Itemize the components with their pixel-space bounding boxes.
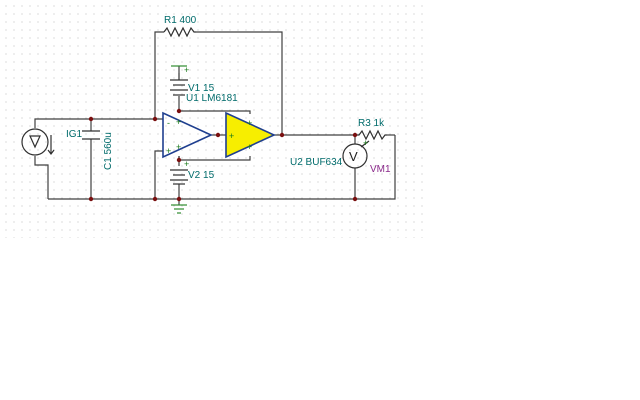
junction-dot: [215, 132, 221, 138]
input-wire: [34, 118, 163, 128]
opamp-vminus-pin: +: [176, 142, 181, 152]
voltmeter-vm1[interactable]: V + VM1: [342, 138, 391, 175]
buffer-vminus-pin: +: [247, 142, 252, 152]
v1-label: V1 15: [188, 83, 215, 94]
resistor-r3[interactable]: R3 1k: [355, 118, 387, 141]
voltmeter-probe-icon: [360, 140, 370, 148]
c1-label: C1 560u: [103, 132, 114, 170]
buffer-vplus-pin: +: [247, 118, 252, 128]
wires: [34, 31, 396, 205]
rail-top-link: [178, 110, 251, 114]
buffer-icon: [225, 111, 276, 159]
resistor-icon: [355, 129, 387, 141]
ig1-label: IG1: [66, 129, 83, 140]
noninv-input-wire: [154, 150, 163, 199]
vm1-label: VM1: [370, 164, 391, 175]
junction-dot: [88, 196, 94, 202]
junction-dot: [152, 116, 158, 122]
u1-label: U1 LM6181: [186, 93, 238, 104]
junction-dot: [279, 132, 285, 138]
opamp-plus-sign: +: [166, 146, 171, 156]
buffer-plus-sign: +: [229, 131, 234, 141]
voltmeter-icon: [342, 143, 368, 169]
battery-v1[interactable]: + V1 15 U1 LM6181: [170, 65, 238, 104]
junction-dots: [88, 108, 358, 202]
current-direction-head-icon: [47, 149, 55, 155]
current-source-icon: [21, 128, 49, 156]
v1-plus-sign: +: [184, 65, 189, 75]
battery-v2[interactable]: + V2 15: [170, 159, 215, 185]
resistor-r1[interactable]: R1 400: [163, 15, 197, 38]
r3-label: R3 1k: [358, 118, 385, 129]
rail-bottom-link: [178, 156, 251, 161]
ground-bus: [48, 135, 396, 200]
current-arrow-icon: [29, 135, 41, 149]
junction-dot: [176, 108, 182, 114]
opamp-icon: [162, 111, 213, 159]
junction-dot: [176, 196, 182, 202]
v2-plus-sign: +: [184, 159, 189, 169]
feedback-wire-right: [196, 31, 283, 135]
junction-dot: [352, 132, 358, 138]
opamp-u1[interactable]: - + + +: [162, 111, 213, 159]
buffer-u2[interactable]: + + + U2 BUF634: [225, 111, 343, 168]
opamp-vplus-pin: +: [176, 117, 181, 127]
current-source-ig1[interactable]: IG1: [21, 128, 83, 156]
u2-label: U2 BUF634: [290, 157, 343, 168]
feedback-wire: [154, 31, 164, 119]
junction-dot: [88, 116, 94, 122]
junction-dot: [352, 196, 358, 202]
ground-symbol: [171, 204, 187, 214]
opamp-minus-sign: -: [167, 118, 170, 128]
capacitor-c1[interactable]: C1 560u: [82, 130, 114, 170]
voltmeter-symbol: V: [349, 149, 358, 164]
source-return-wire: [34, 156, 49, 199]
voltmeter-plus-sign: +: [363, 138, 368, 148]
r1-label: R1 400: [164, 15, 197, 26]
junction-dot: [152, 196, 158, 202]
resistor-icon: [163, 26, 196, 38]
v2-label: V2 15: [188, 170, 215, 181]
junction-dot: [176, 157, 182, 163]
